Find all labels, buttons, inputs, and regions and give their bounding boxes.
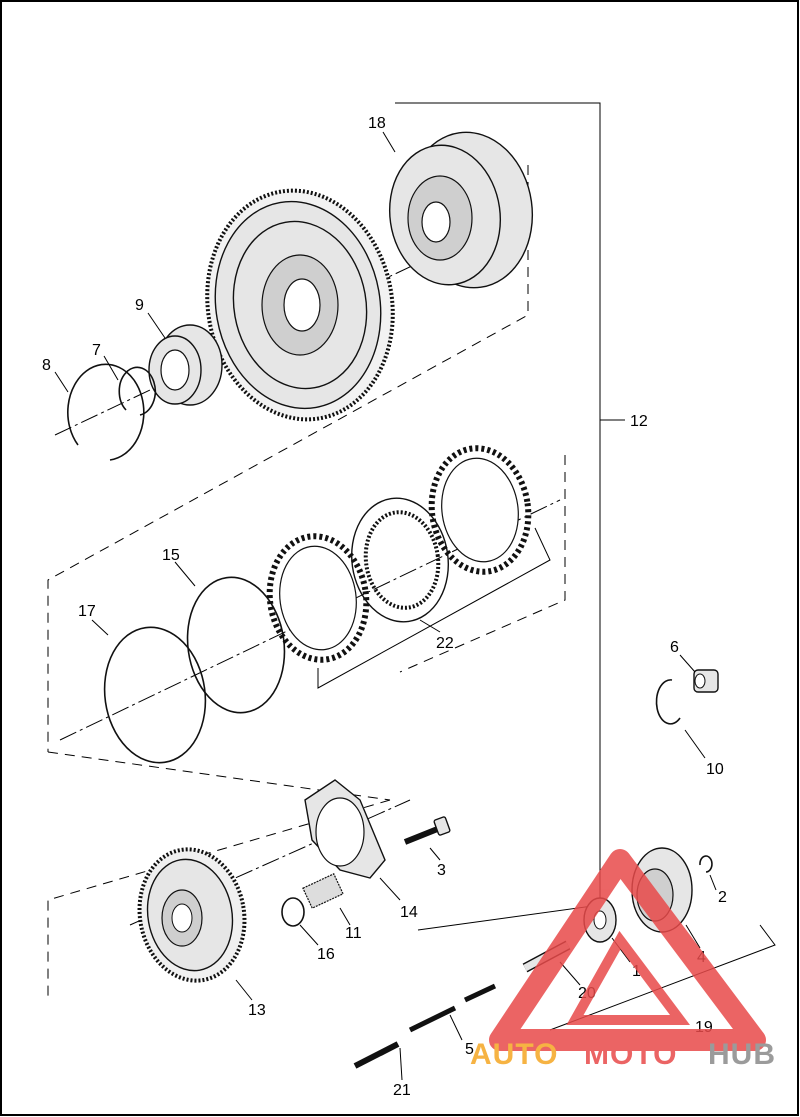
callout-22: 22 [436,635,454,652]
ring-2 [699,855,713,873]
pushrod-5 [408,983,497,1033]
pin-21 [353,1041,400,1069]
callout-6: 6 [670,639,679,656]
watermark-text-auto: AUTO [470,1038,558,1071]
nut-6 [693,669,719,693]
callout-13: 13 [248,1002,266,1019]
callout-11: 11 [345,925,362,942]
watermark-text-moto: MOTO [584,1038,677,1071]
assembly-bracket-12 [395,102,601,931]
clutch-plates-22 [266,445,532,663]
callout-18: 18 [368,115,386,132]
snap-ring-10 [655,679,681,725]
callout-5: 5 [465,1041,474,1058]
o-ring-17 [103,626,207,764]
callout-7: 7 [92,342,101,359]
bracket-22 [317,527,551,689]
group-outline-right [399,455,566,673]
callout-9: 9 [135,297,144,314]
spring-11 [302,873,344,909]
bracket-19 [549,924,776,1031]
o-ring-15 [186,576,286,714]
watermark-triangle-icon [489,849,766,1051]
retaining-ring-8 [67,363,145,461]
clutch-hub-18 [388,131,534,289]
watermark-logo: AUTO MOTO HUB [470,849,776,1071]
retaining-ring-7 [118,366,157,416]
group-outline-middle [47,751,391,801]
clutch-shell [205,188,395,422]
watermark-inner-triangle-icon [566,930,690,1025]
callout-1: 1 [632,963,641,980]
leader-lines [54,131,717,1081]
callout-10: 10 [706,761,724,778]
callout-8: 8 [42,357,51,374]
callout-3: 3 [437,862,446,879]
callout-16: 16 [317,946,335,963]
watermark-text-hub: HUB [708,1038,776,1071]
callout-14: 14 [400,904,418,921]
callout-2: 2 [718,889,727,906]
pressure-plate-13 [137,847,247,983]
callout-21: 21 [393,1082,411,1099]
callout-12: 12 [630,413,648,430]
bearing-9 [148,324,223,406]
callout-17: 17 [78,603,96,620]
leader-22 [419,619,441,633]
callout-15: 15 [162,547,180,564]
washer-16 [281,897,305,927]
bolt-3 [403,816,451,845]
pressure-plate-14 [304,779,386,879]
